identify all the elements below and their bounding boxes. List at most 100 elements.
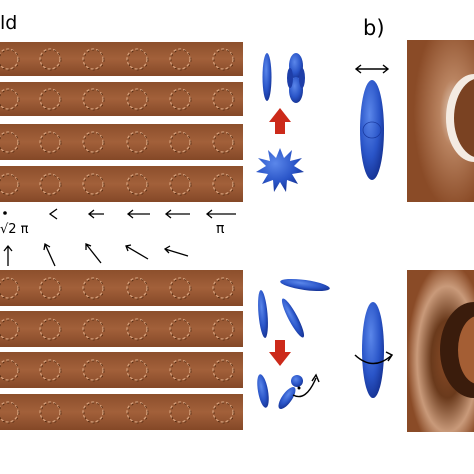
ring-feature [126, 131, 148, 153]
ring-feature [82, 277, 104, 299]
strip-4 [0, 166, 243, 202]
diagonal-arrow-icon [125, 244, 149, 260]
ring-shadow [0, 319, 20, 341]
ring-shadow [213, 402, 235, 424]
strip-5 [0, 270, 243, 306]
tilted-ellipsoid [281, 298, 305, 338]
ring-shadow [0, 89, 20, 111]
ring-shadow [127, 278, 149, 300]
ring-feature [212, 318, 234, 340]
ring-shadow [213, 49, 235, 71]
ring-feature [126, 277, 148, 299]
diagonal-arrow-icon [85, 243, 102, 264]
ring-shadow [170, 49, 192, 71]
ring-shadow [0, 278, 20, 300]
ring-feature [169, 359, 191, 381]
left-arrow-icon [87, 209, 104, 219]
ring-feature [169, 173, 191, 195]
ring-shadow [213, 132, 235, 154]
ring-feature [39, 131, 61, 153]
ring-feature [39, 173, 61, 195]
panel-label-b: b) [363, 16, 385, 40]
ring-shadow [83, 89, 105, 111]
ring-shadow [213, 278, 235, 300]
ring-feature [82, 401, 104, 423]
scattering-image-bottom [407, 270, 474, 432]
thin-ellipsoid [258, 290, 268, 338]
strips-top [0, 42, 243, 202]
ring-feature [126, 359, 148, 381]
star-particle [256, 148, 304, 192]
ring-shadow [40, 360, 62, 382]
ring-shadow [40, 319, 62, 341]
ring-feature [82, 173, 104, 195]
ring-shadow [0, 360, 20, 382]
polarization-arrows-row-2 [3, 242, 189, 267]
ring-feature [126, 88, 148, 110]
ring-shadow [170, 174, 192, 196]
ring-feature [169, 318, 191, 340]
ring-feature [169, 131, 191, 153]
ring-shadow [83, 402, 105, 424]
ring-feature [169, 401, 191, 423]
ring-shadow [127, 89, 149, 111]
ring-shadow [213, 360, 235, 382]
ring-feature [39, 48, 61, 70]
ring-shadow [127, 132, 149, 154]
red-down-arrow-icon [269, 340, 291, 366]
left-arrow-icon [126, 209, 150, 219]
ring-feature [82, 88, 104, 110]
ring-shadow [83, 49, 105, 71]
phase-label-half-pi: √2 π [0, 222, 29, 237]
ring-feature [0, 173, 19, 195]
ring-feature [169, 277, 191, 299]
shape-evolution-top [256, 53, 305, 192]
ring-feature [169, 48, 191, 70]
sphere-particle [291, 375, 303, 387]
aligned-ellipsoid [360, 80, 384, 180]
ring-shadow [0, 49, 20, 71]
ring-feature [39, 401, 61, 423]
strip-6 [0, 311, 243, 347]
ring-shadow [0, 174, 20, 196]
strips-bottom [0, 270, 243, 430]
ring-feature [0, 88, 19, 110]
ring-shadow [40, 89, 62, 111]
ring-shadow [170, 132, 192, 154]
diagonal-arrow-icon [43, 242, 56, 267]
rotation-arrow-icon [292, 377, 317, 398]
ring-shadow [83, 132, 105, 154]
strip-7 [0, 352, 243, 388]
rings-top [0, 48, 235, 196]
up-arrow-icon [3, 244, 13, 266]
strip-1 [0, 42, 243, 76]
small-ellipsoid [278, 386, 296, 410]
ring-shadow [40, 49, 62, 71]
ring-shadow [0, 402, 20, 424]
ring-shadow [213, 319, 235, 341]
ring-feature [212, 277, 234, 299]
strip-3 [0, 124, 243, 160]
ring-feature [212, 401, 234, 423]
shape-evolution-bottom [257, 278, 330, 410]
ring-feature [126, 401, 148, 423]
ring-feature [82, 48, 104, 70]
ring-feature [212, 48, 234, 70]
ring-feature [212, 88, 234, 110]
small-ellipsoid [257, 374, 269, 408]
ring-shadow [40, 402, 62, 424]
ring-feature [212, 173, 234, 195]
polarization-arrows-row-1 [3, 208, 236, 220]
ring-feature [126, 318, 148, 340]
ring-feature [169, 88, 191, 110]
ring-shadow [83, 174, 105, 196]
ring-shadow [170, 319, 192, 341]
ring-feature [82, 131, 104, 153]
scattering-image-top [407, 40, 474, 202]
ring-feature [126, 173, 148, 195]
rotation-arrow-icon [354, 354, 393, 365]
left-arrow-icon [48, 208, 58, 220]
ring-shadow [170, 402, 192, 424]
ring-shadow [170, 89, 192, 111]
phase-label-pi: π [216, 221, 225, 237]
